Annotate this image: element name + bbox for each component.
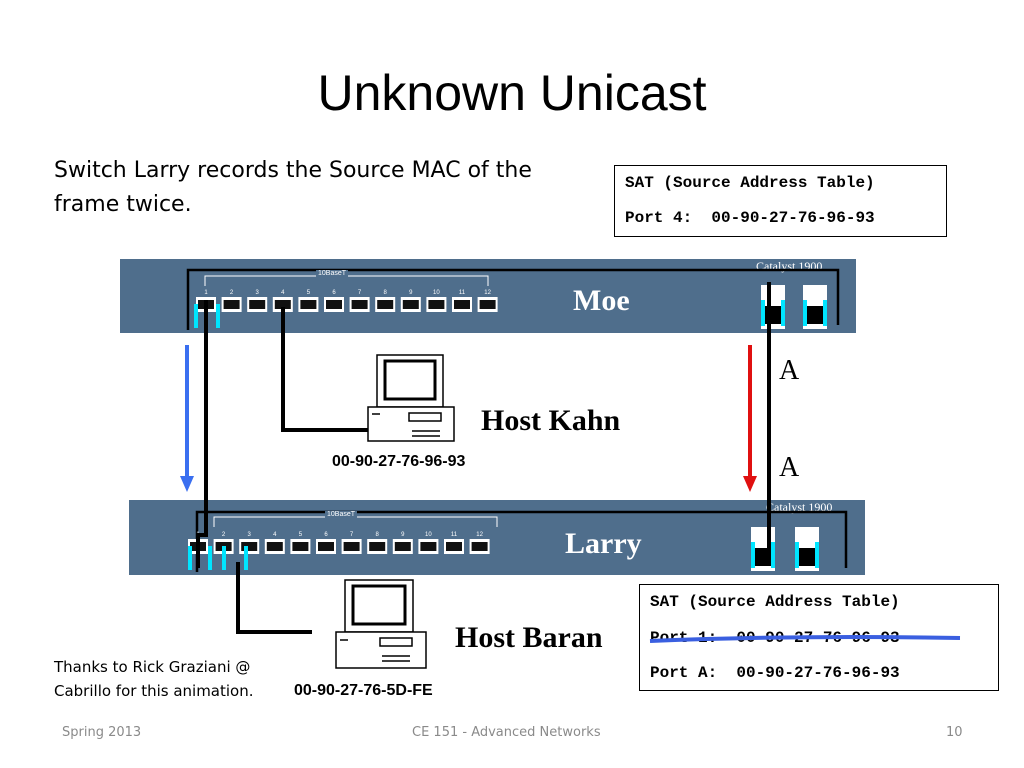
port-accent xyxy=(188,546,192,570)
port-accent xyxy=(216,304,220,328)
ports-label: 10BaseT xyxy=(316,270,349,277)
port-a-label: A xyxy=(779,355,800,386)
footer-page-number: 10 xyxy=(946,725,963,740)
port-number: 12 xyxy=(484,290,491,296)
port-jack: 3 xyxy=(239,532,260,554)
moe-uplink-b xyxy=(803,285,827,329)
port-number: 7 xyxy=(358,290,362,296)
thanks-line: Thanks to Rick Graziani @ xyxy=(54,658,251,676)
sat-box-top: SAT (Source Address Table) Port 4: 00-90… xyxy=(614,165,947,237)
port-number: 8 xyxy=(384,290,388,296)
port-jack: 5 xyxy=(298,290,319,312)
port-number: 9 xyxy=(401,532,405,538)
host-baran-label: Host Baran xyxy=(455,621,603,654)
larry-uplink-b xyxy=(795,527,819,571)
port-jack: 10 xyxy=(418,532,439,554)
host-kahn-label: Host Kahn xyxy=(481,404,621,437)
port-jack: 11 xyxy=(444,532,464,554)
port-number: 4 xyxy=(273,532,277,538)
intro-text: Switch Larry records the Source MAC of t… xyxy=(54,158,532,217)
port-jack: 12 xyxy=(469,532,490,554)
ports-bracket xyxy=(204,275,489,286)
cable-host-kahn xyxy=(281,307,368,432)
port-number: 6 xyxy=(324,532,328,538)
port-jack: 5 xyxy=(290,532,311,554)
footer-course: CE 151 - Advanced Networks xyxy=(412,725,601,740)
port-jack: 8 xyxy=(367,532,388,554)
port-jack: 6 xyxy=(316,532,336,554)
thanks-note: Thanks to Rick Graziani @ Cabrillo for t… xyxy=(54,655,254,703)
port-number: 11 xyxy=(451,532,458,538)
port-number: 5 xyxy=(307,290,311,296)
switch-name: Larry xyxy=(565,527,642,560)
sat-row: Port 4: 00-90-27-76-96-93 xyxy=(625,209,875,227)
larry-uplink-a xyxy=(751,527,775,571)
sat-row: Port A: 00-90-27-76-96-93 xyxy=(650,664,900,682)
port-number: 10 xyxy=(433,290,440,296)
port-jack: 2 xyxy=(221,290,242,312)
port-accent xyxy=(244,546,248,570)
port-number: 1 xyxy=(204,290,208,296)
port-number: 5 xyxy=(299,532,303,538)
port-jack: 10 xyxy=(426,290,447,312)
port-accent xyxy=(222,546,226,570)
switch-model-label: Catalyst 1900 xyxy=(766,500,833,514)
port-number: 2 xyxy=(230,290,234,296)
port-jack: 4 xyxy=(272,290,293,312)
ports-label: 10BaseT xyxy=(325,511,358,518)
strike-line xyxy=(649,635,961,643)
port-jack: 3 xyxy=(247,290,268,312)
port-jack: 9 xyxy=(400,290,421,312)
computer-icon xyxy=(367,354,455,442)
port-accent xyxy=(208,546,212,570)
port-number: 2 xyxy=(222,532,226,538)
port-number: 11 xyxy=(459,290,466,296)
ports-bracket xyxy=(213,516,498,527)
sat-box-bottom: SAT (Source Address Table) Port 1: 00-90… xyxy=(639,584,999,691)
port-number: 4 xyxy=(281,290,285,296)
slide-title: Unknown Unicast xyxy=(317,65,707,121)
cable-moe-larry-port1 xyxy=(196,300,208,568)
port-jack: 12 xyxy=(477,290,498,312)
port-jack: 7 xyxy=(349,290,370,312)
port-a-label: A xyxy=(779,452,800,483)
host-baran-mac: 00-90-27-76-5D-FE xyxy=(294,682,433,699)
computer-icon xyxy=(335,579,427,669)
switch-name: Moe xyxy=(573,284,630,317)
switch-moe: Catalyst 1900 Moe xyxy=(120,259,856,333)
port-number: 3 xyxy=(248,532,252,538)
port-number: 6 xyxy=(332,290,336,296)
port-jack: 4 xyxy=(264,532,285,554)
port-jack: 7 xyxy=(341,532,362,554)
port-number: 12 xyxy=(476,532,483,538)
host-kahn-mac: 00-90-27-76-96-93 xyxy=(332,453,466,470)
port-number: 3 xyxy=(256,290,260,296)
port-number: 8 xyxy=(376,532,380,538)
moe-uplink-a xyxy=(761,285,785,329)
footer-date: Spring 2013 xyxy=(62,725,142,740)
port-number: 10 xyxy=(425,532,432,538)
port-jack: 6 xyxy=(324,290,344,312)
thanks-line: Cabrillo for this animation. xyxy=(54,682,254,700)
arrow-down-blue xyxy=(180,345,194,492)
port-number: 7 xyxy=(350,532,354,538)
port-jack: 9 xyxy=(392,532,413,554)
port-accent xyxy=(194,304,198,328)
arrow-down-red xyxy=(743,345,757,492)
cable-host-baran xyxy=(236,562,312,634)
port-jack: 11 xyxy=(452,290,472,312)
sat-heading: SAT (Source Address Table) xyxy=(625,174,875,192)
port-jack: 8 xyxy=(375,290,396,312)
sat-heading: SAT (Source Address Table) xyxy=(650,593,900,611)
port-number: 9 xyxy=(409,290,413,296)
moe-chassis-outline xyxy=(186,268,840,330)
